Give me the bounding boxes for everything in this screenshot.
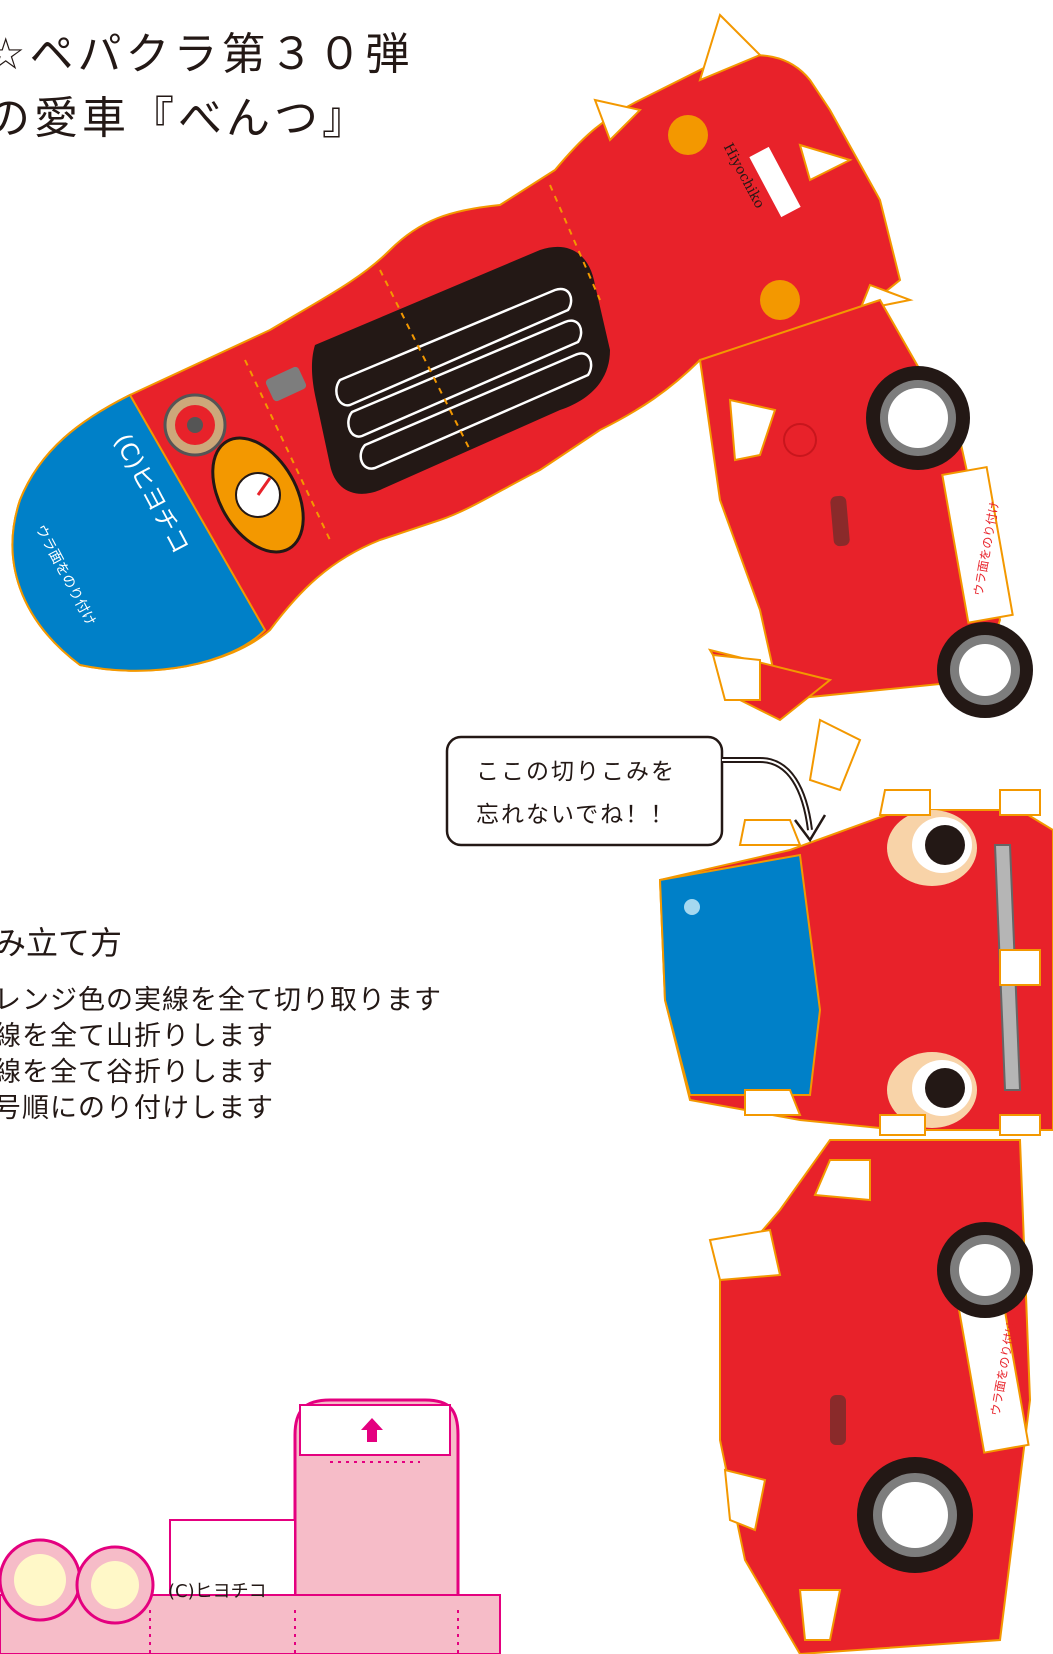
callout-line1: ここの切りこみを xyxy=(476,759,676,785)
car-side-lower xyxy=(708,1139,1033,1654)
car-tabs-3 xyxy=(707,648,862,792)
page-title-line1: ☆ペパクラ第３０弾 xyxy=(0,29,414,80)
instruction-step-1: レンジ色の実線を全て切り取ります xyxy=(0,985,442,1016)
instruction-step-4: 号順にのり付けします xyxy=(0,1093,274,1124)
instruction-step-2: 線を全て山折りします xyxy=(0,1021,274,1052)
callout-bubble xyxy=(445,735,827,847)
instructions-heading: み立て方 xyxy=(0,924,123,962)
box-template xyxy=(0,1398,501,1654)
car-hood-piece xyxy=(658,789,1053,1136)
page-title-line2: の愛車『べんつ』 xyxy=(0,93,370,144)
car-side-upper xyxy=(698,298,1033,718)
car-roof-piece xyxy=(11,13,914,672)
callout-line2: 忘れないでね！！ xyxy=(476,802,676,828)
instruction-step-3: 線を全て谷折りします xyxy=(0,1057,274,1088)
box-credit: (C)ヒヨチコ xyxy=(168,1581,267,1602)
